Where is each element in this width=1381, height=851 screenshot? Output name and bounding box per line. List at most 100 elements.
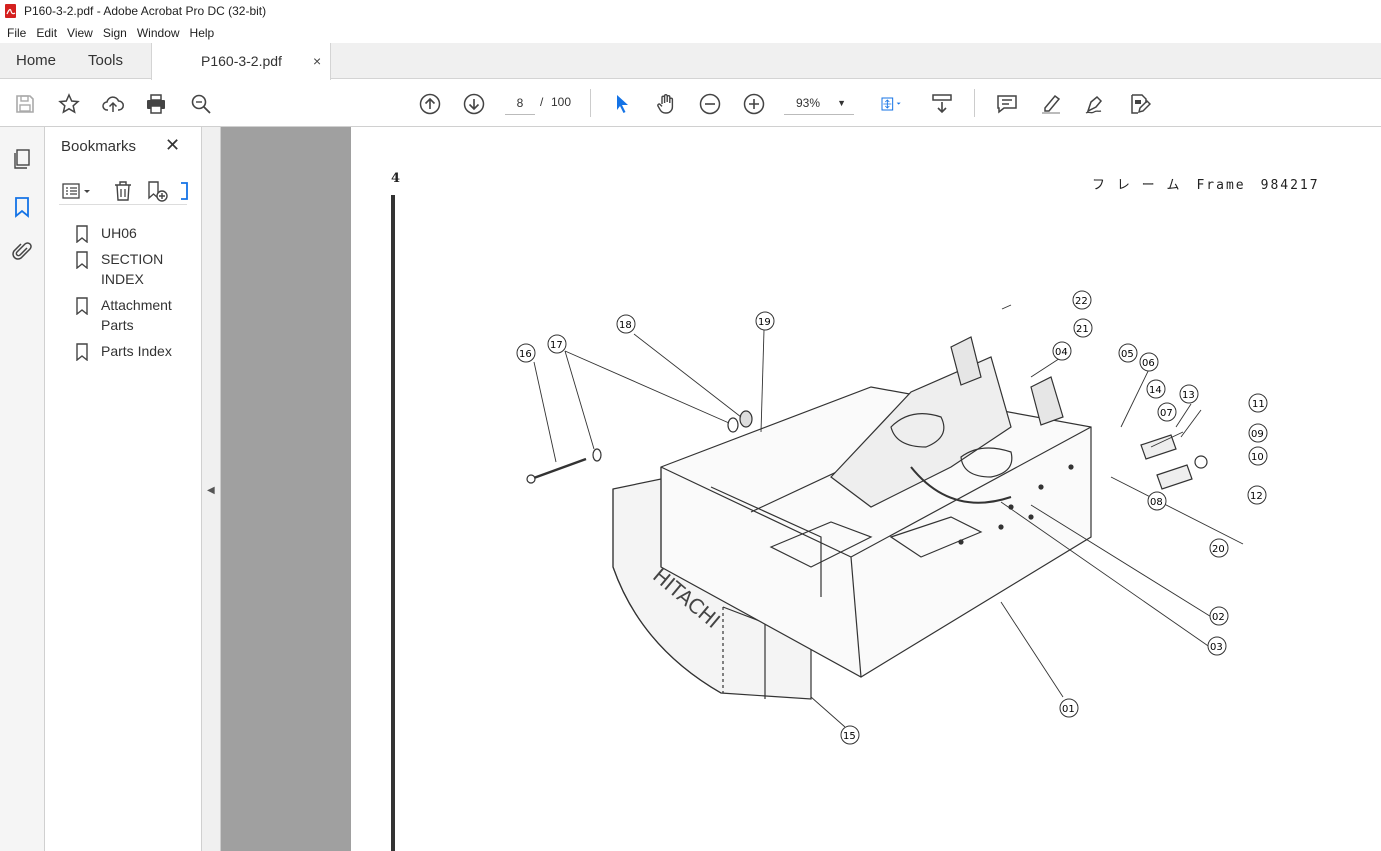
callout-17: 17 bbox=[547, 334, 567, 354]
left-navigation-rail bbox=[0, 127, 45, 851]
tab-document[interactable]: P160-3-2.pdf × bbox=[151, 43, 331, 80]
bookmarks-title: Bookmarks bbox=[61, 138, 137, 155]
callout-group bbox=[533, 304, 1244, 728]
collapse-panel-icon[interactable]: ◀ bbox=[207, 485, 215, 496]
svg-text:18: 18 bbox=[619, 320, 632, 331]
comment-icon[interactable] bbox=[994, 91, 1020, 117]
bookmark-list: UH06 SECTION INDEX Attachment Parts Part… bbox=[75, 223, 200, 367]
zoom-out-icon[interactable] bbox=[697, 91, 723, 117]
hand-icon[interactable] bbox=[653, 91, 679, 117]
svg-text:03: 03 bbox=[1210, 642, 1223, 653]
tab-tools[interactable]: Tools bbox=[88, 52, 124, 69]
callout-08: 08 bbox=[1147, 491, 1167, 511]
panel-splitter[interactable]: ◀ bbox=[202, 127, 221, 851]
menu-bar: File Edit View Sign Window Help bbox=[0, 22, 1381, 43]
sign-icon[interactable] bbox=[1082, 91, 1108, 117]
svg-text:12: 12 bbox=[1250, 491, 1263, 502]
callout-01: 01 bbox=[1059, 698, 1079, 718]
page-down-icon[interactable] bbox=[461, 91, 487, 117]
zoom-value: 93% bbox=[796, 96, 821, 110]
svg-text:15: 15 bbox=[843, 731, 856, 742]
menu-file[interactable]: File bbox=[7, 25, 27, 40]
page-up-icon[interactable] bbox=[417, 91, 443, 117]
pdf-page[interactable]: 4 フ レ ー ム Frame 984217 bbox=[351, 127, 1381, 851]
delete-icon[interactable] bbox=[111, 179, 135, 203]
toolbar-divider bbox=[590, 89, 591, 117]
svg-text:13: 13 bbox=[1182, 390, 1195, 401]
upload-icon[interactable] bbox=[100, 91, 126, 117]
tab-bar: Home Tools P160-3-2.pdf × bbox=[0, 43, 1381, 80]
callout-10: 10 bbox=[1248, 446, 1268, 466]
svg-text:22: 22 bbox=[1075, 296, 1088, 307]
close-icon[interactable]: ✕ bbox=[165, 135, 181, 155]
callout-18: 18 bbox=[616, 314, 636, 334]
main-toolbar: 8 / 100 93% ▼ bbox=[0, 80, 1381, 127]
tab-close-button[interactable]: × bbox=[313, 53, 322, 69]
scroll-icon[interactable] bbox=[929, 91, 955, 117]
print-icon[interactable] bbox=[143, 91, 169, 117]
toolbar-divider bbox=[974, 89, 975, 117]
frame-parts-diagram: HITACHI 01 02 03 04 05 06 bbox=[516, 290, 1268, 745]
star-icon[interactable] bbox=[56, 91, 82, 117]
svg-text:04: 04 bbox=[1055, 347, 1068, 358]
add-bookmark-icon[interactable] bbox=[145, 179, 169, 203]
zoom-in-icon[interactable] bbox=[741, 91, 767, 117]
search-icon[interactable] bbox=[188, 91, 214, 117]
svg-text:07: 07 bbox=[1160, 408, 1173, 419]
svg-text:21: 21 bbox=[1076, 324, 1089, 335]
tab-home[interactable]: Home bbox=[16, 52, 57, 69]
bookmark-item-uh06[interactable]: UH06 bbox=[75, 223, 200, 243]
bookmarks-toolbar bbox=[59, 179, 189, 205]
bookmark-icon bbox=[76, 251, 88, 269]
save-icon[interactable] bbox=[12, 91, 38, 117]
svg-text:17: 17 bbox=[550, 340, 563, 351]
bookmarks-panel: Bookmarks ✕ UH06 SECTION INDEX Attachmen… bbox=[45, 127, 202, 851]
select-arrow-icon[interactable] bbox=[609, 91, 635, 117]
page-total: 100 bbox=[551, 95, 572, 109]
callout-05: 05 bbox=[1118, 343, 1138, 363]
callout-02: 02 bbox=[1209, 606, 1229, 626]
bookmark-item-section-index[interactable]: SECTION INDEX bbox=[75, 249, 200, 289]
svg-text:01: 01 bbox=[1062, 704, 1075, 715]
bookmark-panel-icon[interactable] bbox=[10, 195, 34, 219]
callout-12: 12 bbox=[1247, 485, 1267, 505]
page-header-title: フ レ ー ム Frame 984217 bbox=[1092, 178, 1320, 193]
callout-19: 19 bbox=[755, 311, 775, 331]
options-menu-icon[interactable] bbox=[61, 179, 93, 203]
svg-text:16: 16 bbox=[519, 349, 532, 360]
callout-13: 13 bbox=[1179, 384, 1199, 404]
window-title: P160-3-2.pdf - Adobe Acrobat Pro DC (32-… bbox=[24, 4, 267, 18]
menu-edit[interactable]: Edit bbox=[36, 25, 58, 40]
svg-text:06: 06 bbox=[1142, 358, 1155, 369]
bookmark-item-parts-index[interactable]: Parts Index bbox=[75, 341, 200, 361]
callout-11: 11 bbox=[1248, 393, 1268, 413]
tab-document-label: P160-3-2.pdf bbox=[201, 53, 282, 69]
menu-help[interactable]: Help bbox=[189, 25, 215, 40]
callout-15: 15 bbox=[840, 725, 860, 745]
callout-20: 20 bbox=[1209, 538, 1229, 558]
highlight-icon[interactable] bbox=[1038, 91, 1064, 117]
svg-text:19: 19 bbox=[758, 317, 771, 328]
svg-text:11: 11 bbox=[1252, 399, 1265, 410]
callout-14: 14 bbox=[1146, 379, 1166, 399]
document-background bbox=[221, 127, 351, 851]
attachment-icon[interactable] bbox=[10, 240, 34, 264]
callout-04: 04 bbox=[1052, 341, 1072, 361]
menu-window[interactable]: Window bbox=[136, 25, 180, 40]
bookmark-item-attachment-parts[interactable]: Attachment Parts bbox=[75, 295, 200, 335]
edit-pdf-icon[interactable] bbox=[1126, 91, 1152, 117]
callout-06: 06 bbox=[1139, 352, 1159, 372]
page-number-input[interactable]: 8 bbox=[505, 91, 535, 115]
menu-sign[interactable]: Sign bbox=[102, 25, 127, 40]
menu-view[interactable]: View bbox=[67, 25, 93, 40]
page-number-label: 4 bbox=[391, 171, 401, 186]
zoom-select[interactable]: 93% ▼ bbox=[784, 91, 854, 115]
expand-bookmark-icon[interactable] bbox=[179, 179, 189, 203]
fit-page-icon[interactable] bbox=[874, 91, 910, 117]
acrobat-pdf-icon bbox=[5, 4, 16, 18]
callout-22: 22 bbox=[1072, 290, 1092, 310]
frame-drawing bbox=[526, 336, 1208, 700]
page-thumbnails-icon[interactable] bbox=[10, 147, 34, 171]
bookmark-label: SECTION INDEX bbox=[101, 251, 164, 287]
callout-labels: 01 02 03 04 05 06 07 08 09 10 11 12 13 1… bbox=[516, 290, 1268, 745]
